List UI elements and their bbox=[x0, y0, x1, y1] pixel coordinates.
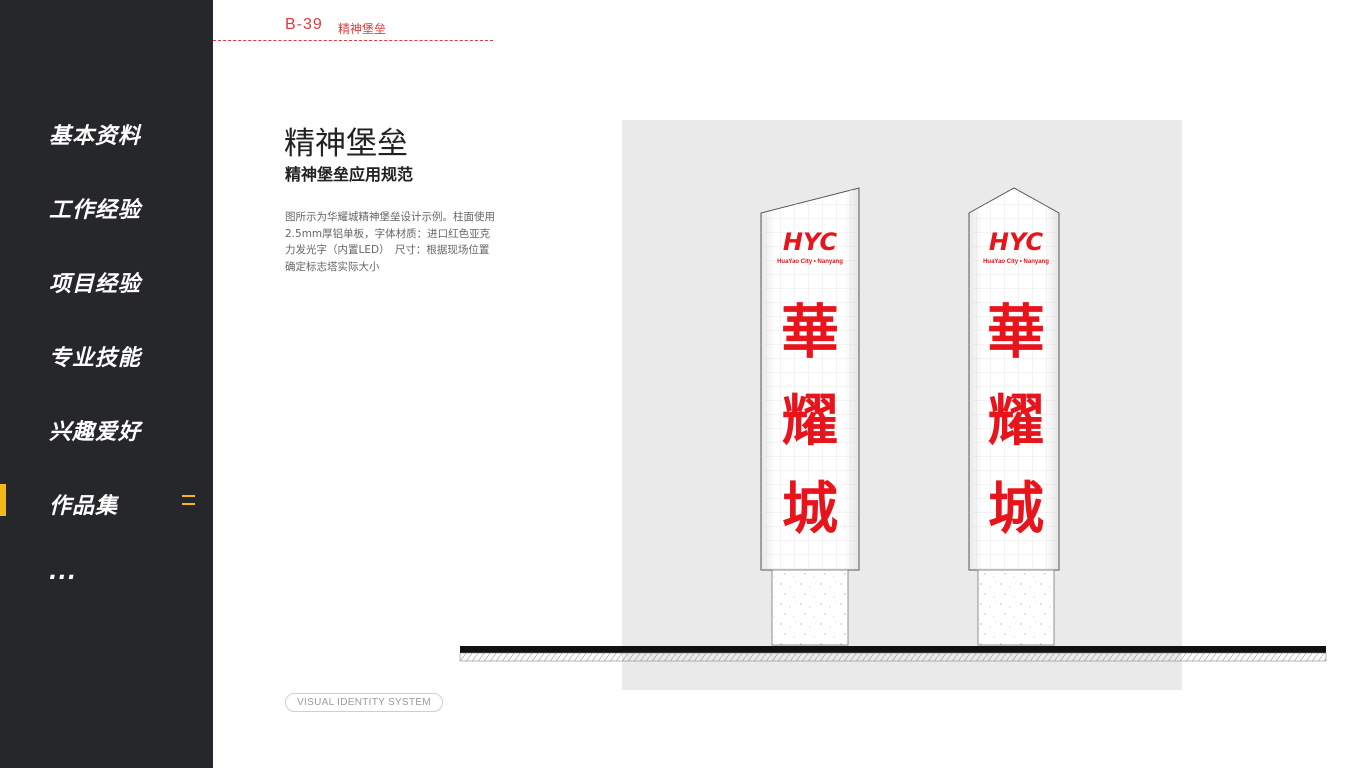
tower-char-2: 耀 bbox=[988, 388, 1044, 454]
page-subtitle: 精神堡垒应用规范 bbox=[285, 165, 414, 184]
background-panel bbox=[622, 120, 1182, 690]
tower-char-2: 耀 bbox=[782, 388, 838, 454]
tower-logo: HYC bbox=[783, 228, 838, 256]
page-code-title: 精神堡垒 bbox=[338, 22, 387, 36]
tower-char-3: 城 bbox=[782, 476, 838, 542]
description-text: 图所示为华耀城精神堡垒设计示例。柱面使用2.5mm厚铝单板，字体材质：进口红色亚… bbox=[285, 211, 495, 273]
sidebar: 基本资料 工作经验 项目经验 专业技能 兴趣爱好 作品集 ... bbox=[0, 0, 213, 768]
tower-char-1: 華 bbox=[987, 298, 1045, 366]
nav-item-project-experience[interactable]: 项目经验 bbox=[49, 272, 142, 297]
page-title: 精神堡垒 bbox=[284, 126, 408, 162]
nav-item-hobbies[interactable]: 兴趣爱好 bbox=[49, 420, 142, 445]
vis-badge: VISUAL IDENTITY SYSTEM bbox=[285, 693, 443, 712]
ground-line bbox=[459, 646, 1327, 662]
menu-icon[interactable] bbox=[182, 495, 195, 505]
tower-left: HYC HuaYao City • Nanyang 華 耀 城 bbox=[760, 187, 860, 646]
header-divider bbox=[213, 40, 493, 41]
tower-tagline: HuaYao City • Nanyang bbox=[983, 259, 1049, 265]
nav-item-basic-info[interactable]: 基本资料 bbox=[49, 124, 142, 149]
tower-right: HYC HuaYao City • Nanyang 華 耀 城 bbox=[968, 187, 1060, 646]
tower-char-1: 華 bbox=[781, 298, 839, 366]
tower-tagline: HuaYao City • Nanyang bbox=[777, 259, 843, 265]
nav-item-more[interactable]: ... bbox=[49, 560, 78, 585]
nav-item-portfolio[interactable]: 作品集 bbox=[49, 494, 119, 519]
tower-char-3: 城 bbox=[988, 476, 1044, 542]
page-code: B-39 bbox=[285, 16, 323, 33]
nav-item-work-experience[interactable]: 工作经验 bbox=[49, 198, 142, 223]
nav-item-skills[interactable]: 专业技能 bbox=[49, 346, 142, 371]
tower-logo: HYC bbox=[989, 228, 1044, 256]
spiritual-fortress-illustration: HYC HuaYao City • Nanyang 華 耀 城 HYC HuaY… bbox=[459, 120, 1327, 690]
active-indicator bbox=[0, 484, 6, 516]
